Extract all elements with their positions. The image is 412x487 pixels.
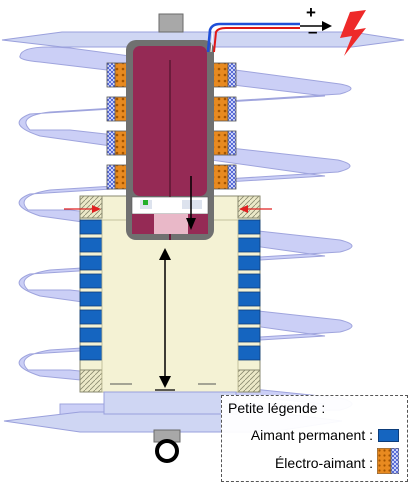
lower-body-right-foot	[237, 369, 261, 393]
lower-body-left-foot	[79, 369, 103, 393]
lower-body-right-cap	[237, 195, 261, 219]
right-force-arrow-icon	[239, 205, 272, 213]
legend-electromagnet-label: Électro-aimant :	[274, 455, 373, 471]
wire-highlight	[210, 25, 300, 53]
legend-title: Petite légende :	[228, 400, 326, 416]
wire-negative	[206, 22, 300, 53]
pivot-icon	[153, 429, 181, 463]
piston-status-indicator	[143, 200, 148, 205]
negative-terminal-label: –	[308, 22, 318, 41]
lightning-icon	[340, 10, 366, 56]
piston-window-cell-right	[182, 200, 202, 209]
piston-lower-core-left	[132, 214, 154, 234]
positive-terminal-label: +	[306, 3, 316, 22]
piston-lower-core-mid	[154, 214, 188, 234]
bottom-base-block	[103, 391, 237, 415]
left-permanent-magnets	[79, 219, 103, 361]
wire-positive	[213, 27, 300, 53]
piston-travel-chamber	[101, 219, 239, 393]
legend-permanent-magnet-label: Aimant permanent :	[250, 427, 373, 443]
terminal-arrow-icon	[322, 21, 332, 31]
piston-down-arrow-icon	[186, 176, 196, 230]
legend-box: Petite légende : Aimant permanent : Élec…	[221, 395, 408, 482]
arrow-up-down-icon	[155, 248, 175, 391]
legend-electromagnet-swatch	[377, 448, 399, 474]
left-force-arrow-icon	[64, 205, 101, 213]
top-mount-tab	[158, 13, 184, 33]
legend-permanent-magnet-swatch	[378, 429, 399, 442]
right-permanent-magnets	[237, 219, 261, 361]
lower-body-left-cap	[79, 195, 103, 219]
